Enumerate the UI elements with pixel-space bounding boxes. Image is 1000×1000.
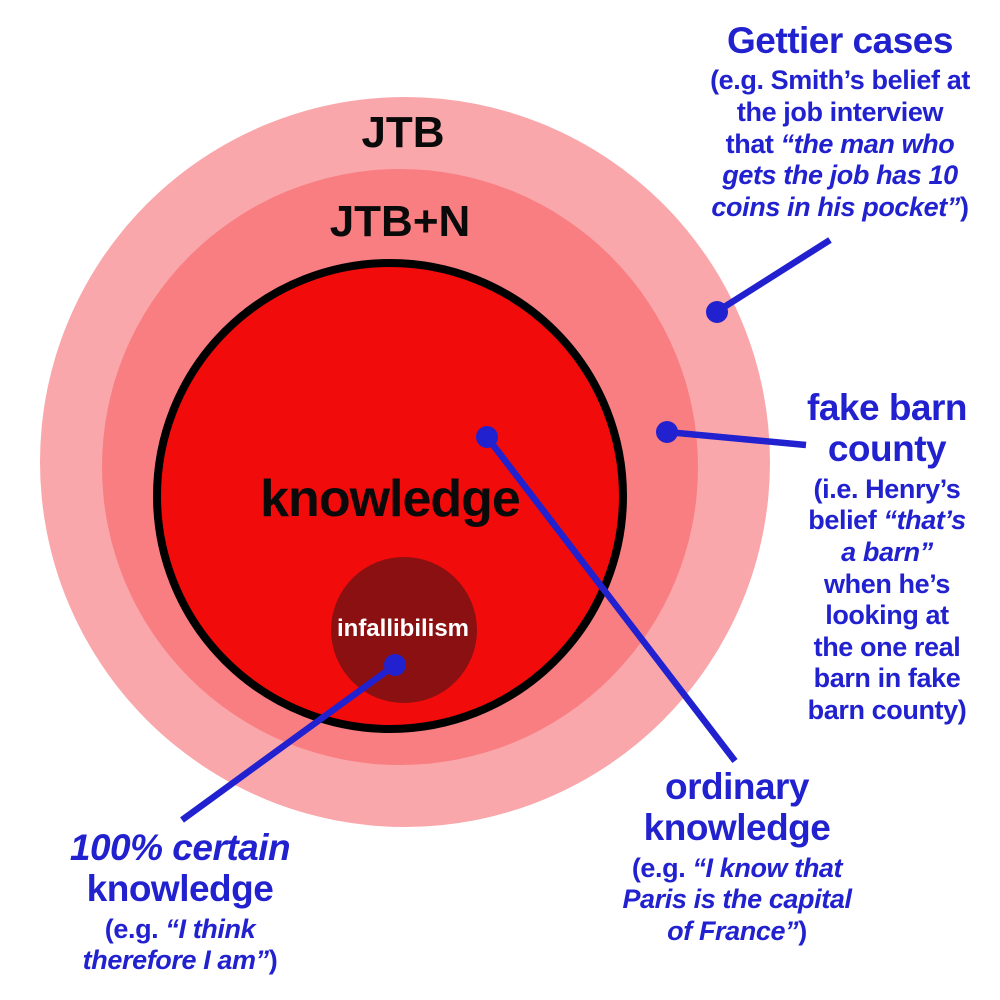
label-knowledge: knowledge: [260, 470, 521, 528]
leader-dot-gettier: [706, 301, 728, 323]
annotation-certain-body: (e.g. “I think therefore I am”): [82, 913, 278, 976]
annotation-gettier-body: (e.g. Smith’s belief at the job intervie…: [710, 65, 970, 222]
label-infallibilism: infallibilism: [336, 615, 470, 642]
circle-infallibilism: [331, 557, 477, 703]
leader-dot-certain-knowledge: [384, 654, 406, 676]
leader-dot-fake-barn: [656, 421, 678, 443]
annotation-certain-knowledge: 100% certain knowledge (e.g. “I think th…: [69, 827, 291, 977]
annotation-gettier-cases: Gettier cases (e.g. Smith’s belief at th…: [710, 20, 970, 223]
annotation-fake-barn-body: (i.e. Henry’s belief “that’s a barn” whe…: [807, 473, 967, 725]
annotation-ordinary-body: (e.g. “I know that Paris is the capital …: [622, 852, 852, 947]
annotation-fake-barn-county: fake barn county (i.e. Henry’s belief “t…: [806, 387, 968, 727]
annotation-ordinary-title: ordinary knowledge: [643, 766, 831, 849]
leader-line-gettier: [719, 237, 832, 312]
annotation-gettier-title: Gettier cases: [727, 20, 953, 61]
leader-line-ordinary-knowledge: [484, 435, 738, 763]
leader-line-fake-barn: [666, 428, 807, 449]
label-jtb-plus-n: JTB+N: [329, 197, 471, 246]
annotation-ordinary-knowledge: ordinary knowledge (e.g. “I know that Pa…: [622, 766, 852, 948]
label-jtb: JTB: [361, 108, 445, 157]
leader-line-certain-knowledge: [180, 662, 397, 823]
annotation-certain-title: 100% certain knowledge: [69, 827, 291, 910]
leader-dot-ordinary-knowledge: [476, 426, 498, 448]
annotation-fake-barn-title: fake barn county: [806, 387, 968, 470]
